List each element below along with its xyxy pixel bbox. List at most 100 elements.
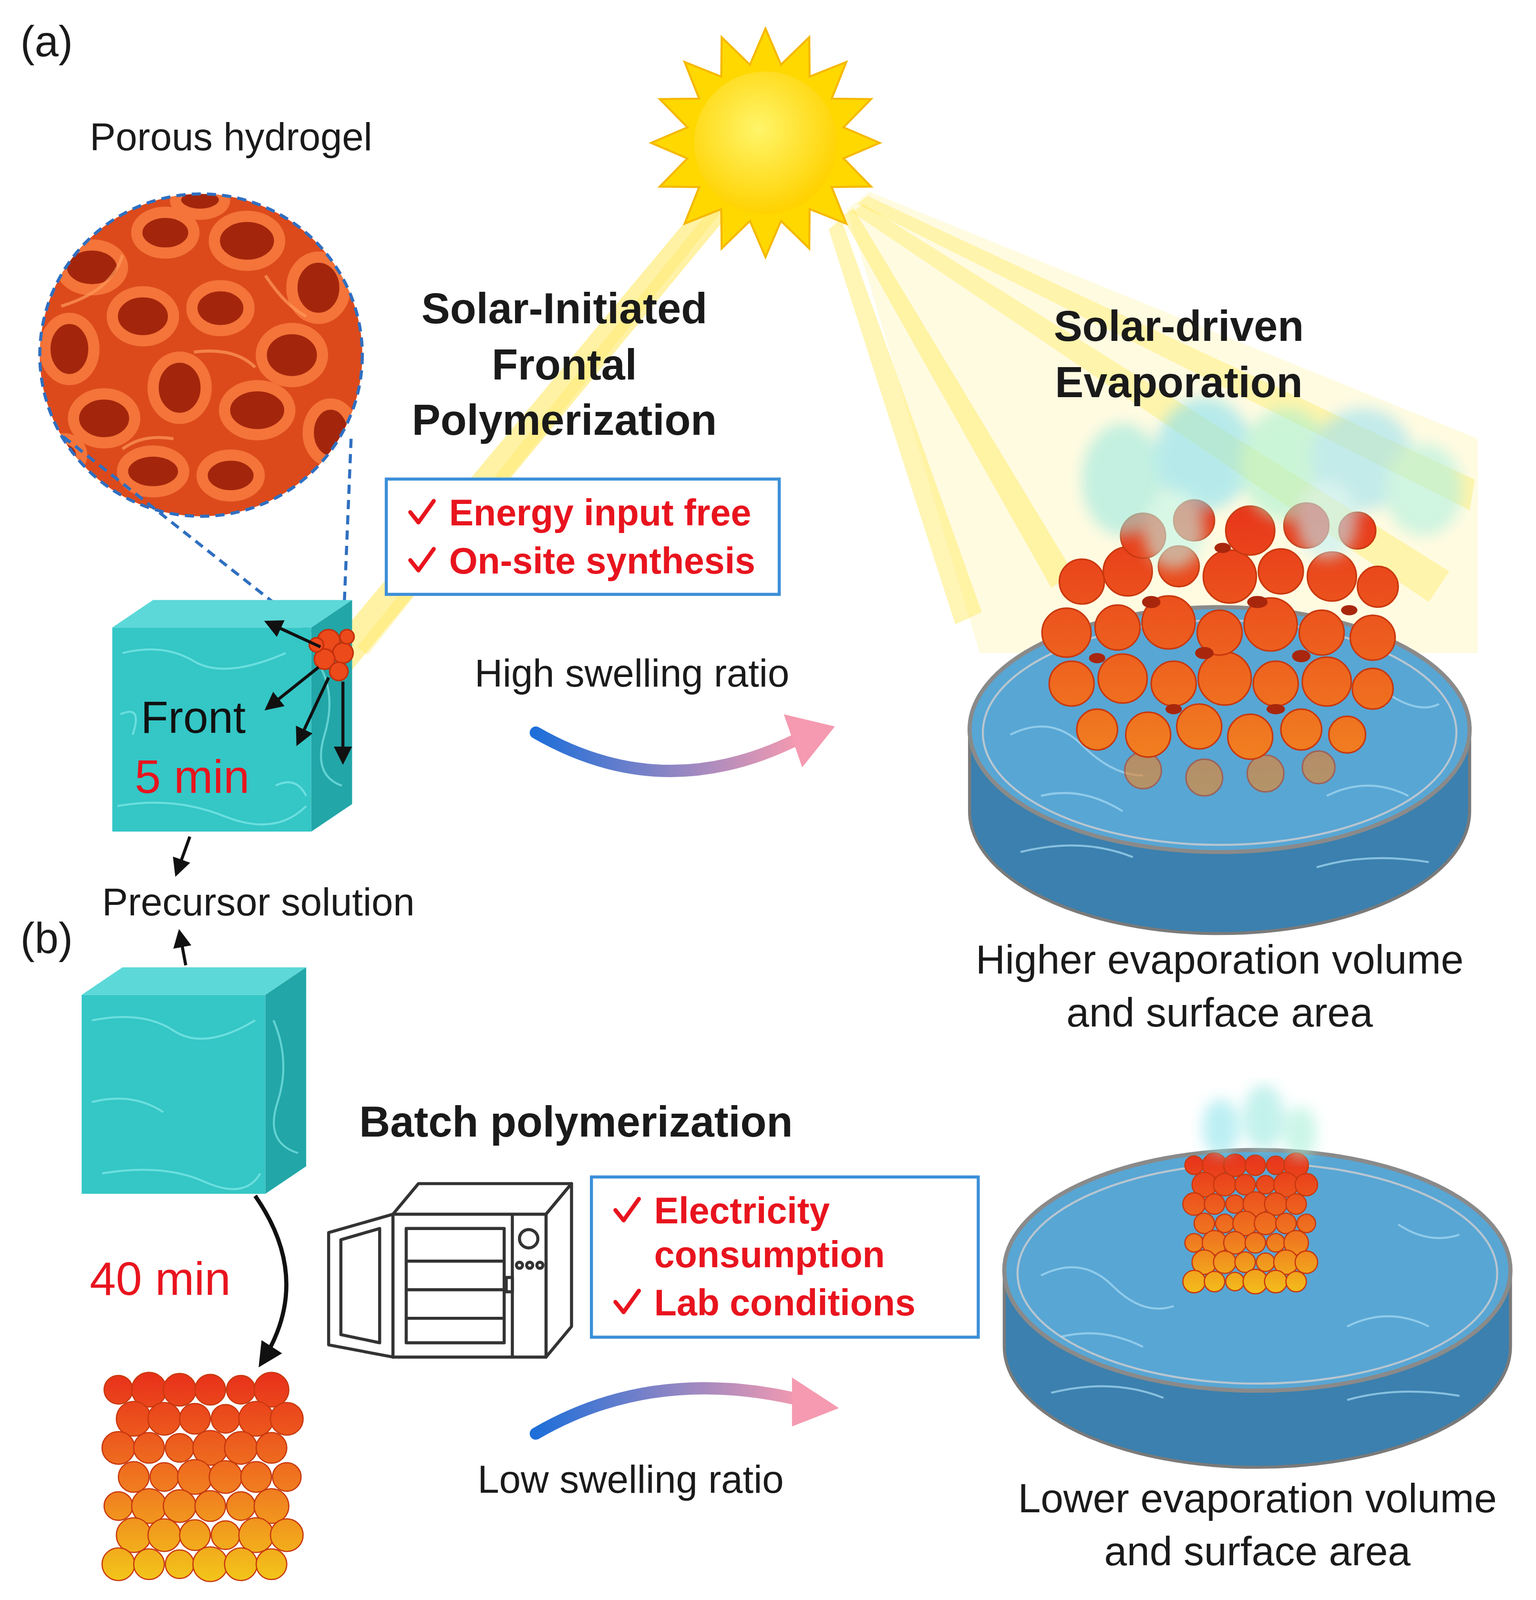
gel-lobe <box>1286 1271 1307 1293</box>
feature-text: Energy input free <box>449 490 752 535</box>
porous-hydrogel-zoom <box>30 183 378 643</box>
gel-lobe <box>1185 1156 1204 1176</box>
check-mark <box>611 1195 642 1226</box>
vapor <box>1082 398 1463 570</box>
gel-lobe <box>270 1402 303 1436</box>
process-title: Solar-driven Evaporation <box>1005 298 1353 411</box>
vapor <box>1202 1084 1317 1160</box>
gel-lobe <box>1185 1234 1204 1253</box>
sun-beams <box>324 191 1478 674</box>
gel-lobe <box>133 1432 165 1464</box>
gel-lobe <box>270 1519 303 1552</box>
feature-row: On-site synthesis <box>406 538 760 583</box>
gel-lobe <box>1256 1253 1276 1272</box>
arrow-label: High swelling ratio <box>474 649 790 700</box>
water-dish <box>1004 1150 1511 1468</box>
feature-row: Lab conditions <box>611 1281 959 1326</box>
hydrogel-evaporator <box>1182 1153 1318 1294</box>
time-label: 40 min <box>89 1249 231 1311</box>
gel-lobe <box>1213 1173 1237 1196</box>
gel-lobe <box>1295 1173 1318 1196</box>
gel-lobe <box>1213 1251 1237 1274</box>
gel-lobe <box>1225 1195 1245 1214</box>
process-title: Batch polymerization <box>359 1094 793 1151</box>
gel-lobe <box>195 1374 226 1406</box>
gel-lobe <box>256 1432 287 1464</box>
time-arrow <box>255 1195 287 1364</box>
gel-lobe <box>1215 1214 1235 1234</box>
gel-lobe <box>165 1433 195 1463</box>
zoom-title: Porous hydrogel <box>89 112 372 163</box>
sun-icon <box>650 28 880 258</box>
gel-lobe <box>1245 1155 1266 1176</box>
check-mark <box>406 545 437 576</box>
gel-lobe <box>150 1463 179 1492</box>
gel-lobe <box>102 1432 135 1465</box>
gel-lobe <box>147 1519 181 1552</box>
oven-icon <box>328 1184 572 1358</box>
gel-lobe <box>238 1518 274 1554</box>
gel-lobe <box>165 1550 195 1579</box>
gel-lobe <box>1295 1251 1318 1274</box>
gel-lobe <box>147 1402 181 1436</box>
precursor-cube <box>112 599 354 832</box>
gel-lobe <box>177 1460 213 1495</box>
gel-lobe <box>103 1492 133 1521</box>
part-label: Precursor solution <box>102 877 415 929</box>
gel-lobe <box>211 1404 240 1434</box>
gel-lobe <box>224 1432 258 1465</box>
gel-lobe <box>1256 1175 1276 1195</box>
gel-lobe <box>179 1403 211 1435</box>
gel-lobe <box>1266 1156 1286 1176</box>
front-label: Front <box>140 691 246 743</box>
gel-lobe <box>195 1491 226 1522</box>
gel-lobe <box>226 1375 256 1405</box>
gel-lobe <box>1204 1271 1225 1293</box>
time-label: 5 min <box>134 749 250 805</box>
gel-lobe <box>1182 1193 1206 1216</box>
gel-lobe <box>238 1401 274 1437</box>
check-mark <box>406 496 437 528</box>
panel-letter: (a) <box>20 14 73 71</box>
precursor-cube-node: Front 5 min <box>112 599 352 832</box>
gel-lobe <box>116 1401 152 1437</box>
gel-lobe <box>1297 1214 1316 1234</box>
gel-lobe <box>240 1462 272 1493</box>
gel-lobe <box>224 1548 258 1581</box>
feature-text: Electricity consumption <box>654 1188 959 1278</box>
gel-lobe <box>226 1492 256 1521</box>
precursor-cube <box>81 967 307 1195</box>
gel-lobe <box>163 1373 196 1407</box>
feature-box: Electricity consumptionLab conditions <box>589 1175 980 1339</box>
result-caption: Higher evaporation volume and surface ar… <box>944 932 1496 1040</box>
gel-lobe <box>211 1521 240 1550</box>
feature-box: Energy input freeOn-site synthesis <box>384 477 781 597</box>
gel-lobe <box>1204 1194 1225 1215</box>
gel-lobe <box>1254 1212 1277 1236</box>
feature-row: Electricity consumption <box>611 1188 959 1278</box>
gel-lobe <box>272 1463 301 1492</box>
gel-lobe <box>1286 1194 1307 1215</box>
hydrogel-product <box>102 1372 304 1583</box>
panel-letter: (b) <box>20 911 73 968</box>
gel-lobe <box>103 1375 133 1405</box>
gel-lobe <box>118 1462 149 1493</box>
feature-text: On-site synthesis <box>449 538 756 583</box>
gel-lobe <box>1225 1272 1245 1292</box>
gel-lobe <box>163 1490 196 1523</box>
gel-lobe <box>116 1518 152 1554</box>
gel-lobe <box>133 1549 165 1580</box>
result-caption: Lower evaporation volume and surface are… <box>981 1471 1534 1578</box>
process-title: Solar-Initiated Frontal Polymerization <box>365 281 764 450</box>
gel-lobe <box>209 1461 242 1494</box>
gel-lobe <box>1266 1234 1286 1253</box>
feature-text: Lab conditions <box>654 1281 916 1326</box>
check-mark <box>611 1287 642 1319</box>
gel-lobe <box>1264 1270 1288 1294</box>
feature-row: Energy input free <box>406 490 760 535</box>
gel-lobe <box>1243 1269 1268 1294</box>
gel-lobe <box>102 1548 135 1581</box>
gel-lobe <box>179 1520 211 1551</box>
gel-lobe <box>256 1549 287 1580</box>
